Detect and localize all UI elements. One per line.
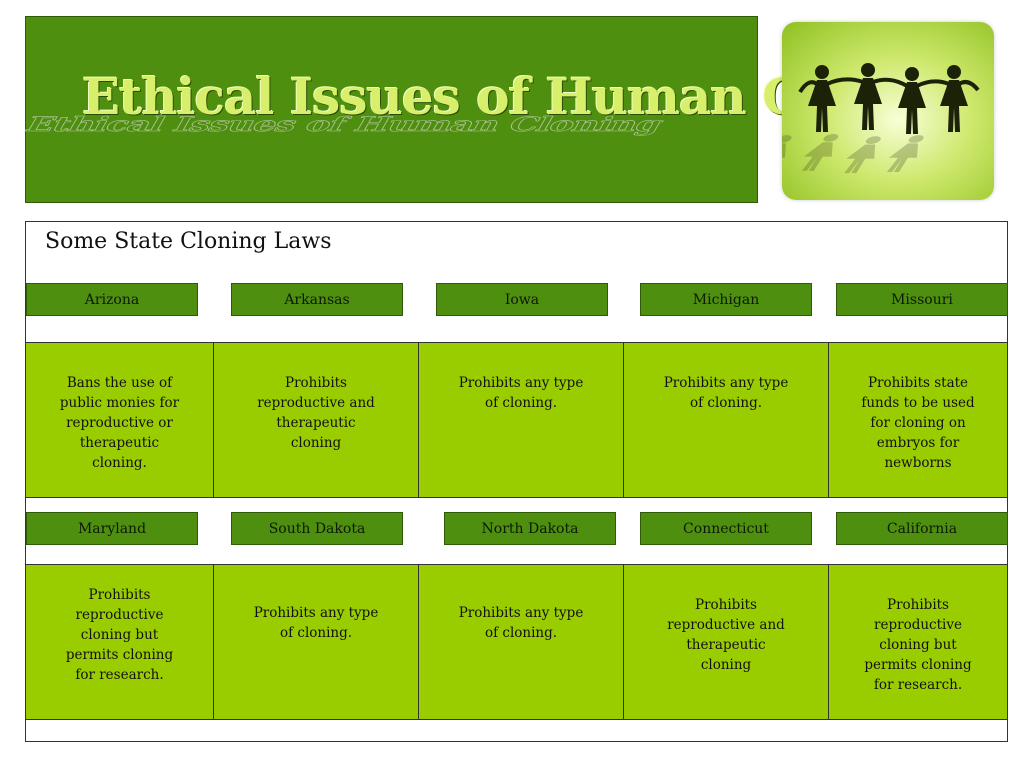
state-label: Connecticut: [640, 512, 812, 545]
state-label: Missouri: [836, 283, 1008, 316]
law-row: Prohibits reproductive cloning but permi…: [26, 564, 1007, 720]
state-label: Arizona: [26, 283, 198, 316]
law-cell: Prohibits reproductive and therapeutic c…: [214, 343, 419, 497]
state-label: South Dakota: [231, 512, 403, 545]
paper-doll-chain-icon: [782, 63, 980, 174]
law-cell: Prohibits any type of cloning.: [624, 343, 829, 497]
law-cell: Prohibits reproductive cloning but permi…: [864, 597, 972, 693]
law-cell: Bans the use of public monies for reprod…: [26, 343, 214, 497]
cloning-laws-panel: Some State Cloning Laws Arizona Arkansas…: [25, 221, 1008, 742]
law-cell: Prohibits reproductive cloning but permi…: [26, 565, 214, 719]
law-cell: Prohibits any type of cloning.: [214, 565, 419, 719]
state-label: Michigan: [640, 283, 812, 316]
state-label: California: [836, 512, 1008, 545]
law-cell: Prohibits state funds to be used for clo…: [861, 375, 975, 471]
state-label: North Dakota: [444, 512, 616, 545]
law-cell: Prohibits any type of cloning.: [419, 343, 624, 497]
state-label: Iowa: [436, 283, 608, 316]
law-cell: Prohibits reproductive and therapeutic c…: [624, 565, 829, 719]
state-label: Arkansas: [231, 283, 403, 316]
law-row: Bans the use of public monies for reprod…: [26, 342, 1007, 498]
paper-doll-chain-photo: [782, 22, 994, 200]
state-label: Maryland: [26, 512, 198, 545]
law-cell: Prohibits any type of cloning.: [419, 565, 624, 719]
title-banner: Ethical Issues of Human Cloning Ethical …: [20, 16, 975, 203]
section-title: Some State Cloning Laws: [45, 229, 332, 254]
